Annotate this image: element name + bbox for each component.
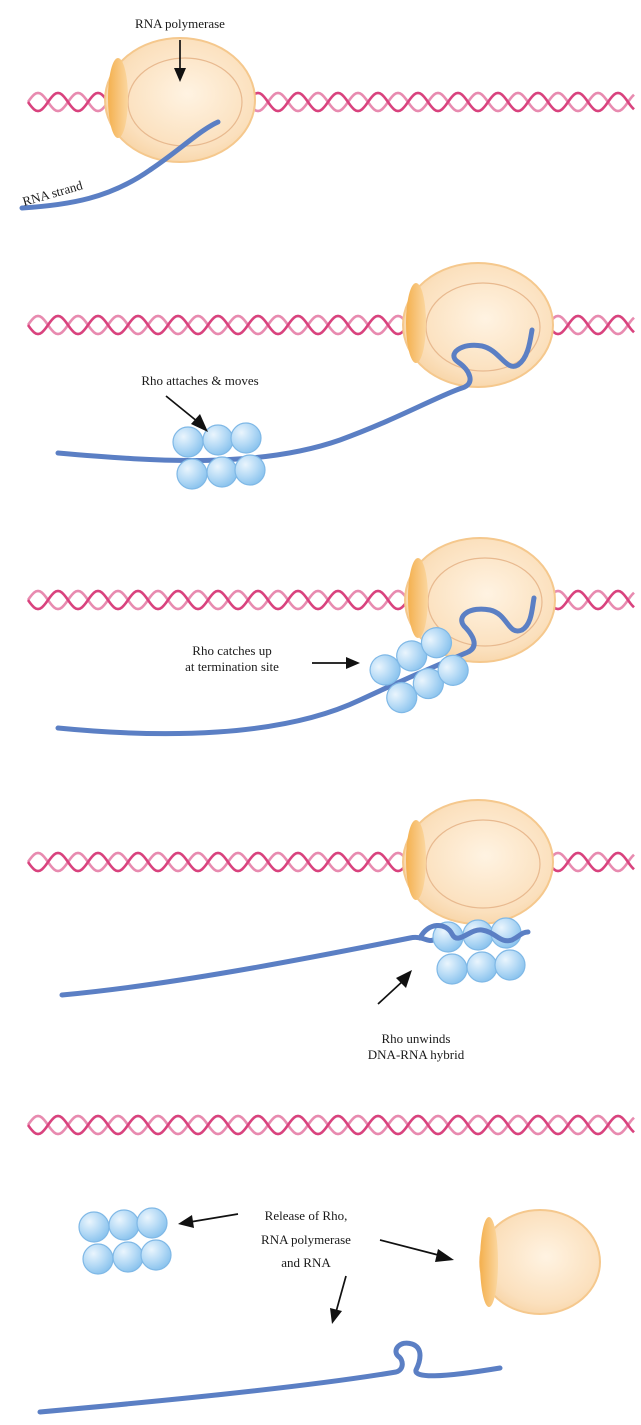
release-arrowhead-polymerase [435, 1249, 454, 1262]
polymerase-mouth [406, 820, 426, 900]
panel-4-rho-unwinds: Rho unwinds DNA-RNA hybrid [28, 800, 634, 1062]
rho-unwinds-label-line1: Rho unwinds [382, 1031, 451, 1046]
rho-subunit [467, 952, 497, 982]
rho-subunit [83, 1244, 113, 1274]
release-label-line3: and RNA [281, 1255, 331, 1270]
rna-strand [58, 330, 532, 461]
rho-subunit [79, 1212, 109, 1242]
rho-subunit [109, 1210, 139, 1240]
rho-attaches-label: Rho attaches & moves [141, 373, 258, 388]
rho-subunit [235, 455, 265, 485]
release-arrowhead-rho [178, 1215, 194, 1228]
polymerase-mouth [408, 558, 428, 638]
rna-strand [62, 937, 436, 995]
rna-polymerase [403, 800, 553, 924]
release-arrow-polymerase [380, 1240, 442, 1256]
rna-polymerase [403, 263, 553, 387]
rho-subunit [177, 459, 207, 489]
polymerase-mouth [480, 1217, 498, 1307]
dna-double-helix [28, 1116, 634, 1134]
rho-subunit [173, 427, 203, 457]
rho-subunit [113, 1242, 143, 1272]
rho-subunit [437, 954, 467, 984]
release-label-line2: RNA polymerase [261, 1232, 351, 1247]
rna-polymerase-label: RNA polymerase [135, 16, 225, 31]
rho-unwinds-label-line2: DNA-RNA hybrid [368, 1047, 465, 1062]
rho-hexamer [173, 423, 265, 489]
rho-catches-up-arrowhead [346, 657, 360, 669]
rho-subunit [137, 1208, 167, 1238]
rho-subunit [203, 425, 233, 455]
release-arrow-rna [336, 1276, 346, 1312]
rho-catches-up-label-line1: Rho catches up [192, 643, 271, 658]
release-arrow-rho [190, 1214, 238, 1222]
rna-polymerase-released [480, 1210, 600, 1314]
rna-released [40, 1343, 500, 1412]
panel-5-release: Release of Rho, RNA polymerase and RNA [28, 1116, 634, 1412]
rho-subunit [141, 1240, 171, 1270]
release-label-line1: Release of Rho, [265, 1208, 348, 1223]
rho-hexamer [79, 1208, 171, 1274]
panel-1-transcription: RNA polymerase RNA strand [21, 16, 634, 209]
rho-unwinds-arrow [378, 980, 404, 1004]
release-arrowhead-rna [330, 1308, 342, 1324]
polymerase-mouth [108, 58, 128, 138]
rho-arrow [166, 396, 198, 422]
polymerase-mouth [406, 283, 426, 363]
rho-catches-up-label-line2: at termination site [185, 659, 279, 674]
panel-2-rho-attaches: Rho attaches & moves [28, 263, 634, 489]
rho-subunit [495, 950, 525, 980]
rho-subunit [231, 423, 261, 453]
rho-subunit [207, 457, 237, 487]
panel-3-rho-catches-up: Rho catches up at termination site [28, 538, 634, 734]
